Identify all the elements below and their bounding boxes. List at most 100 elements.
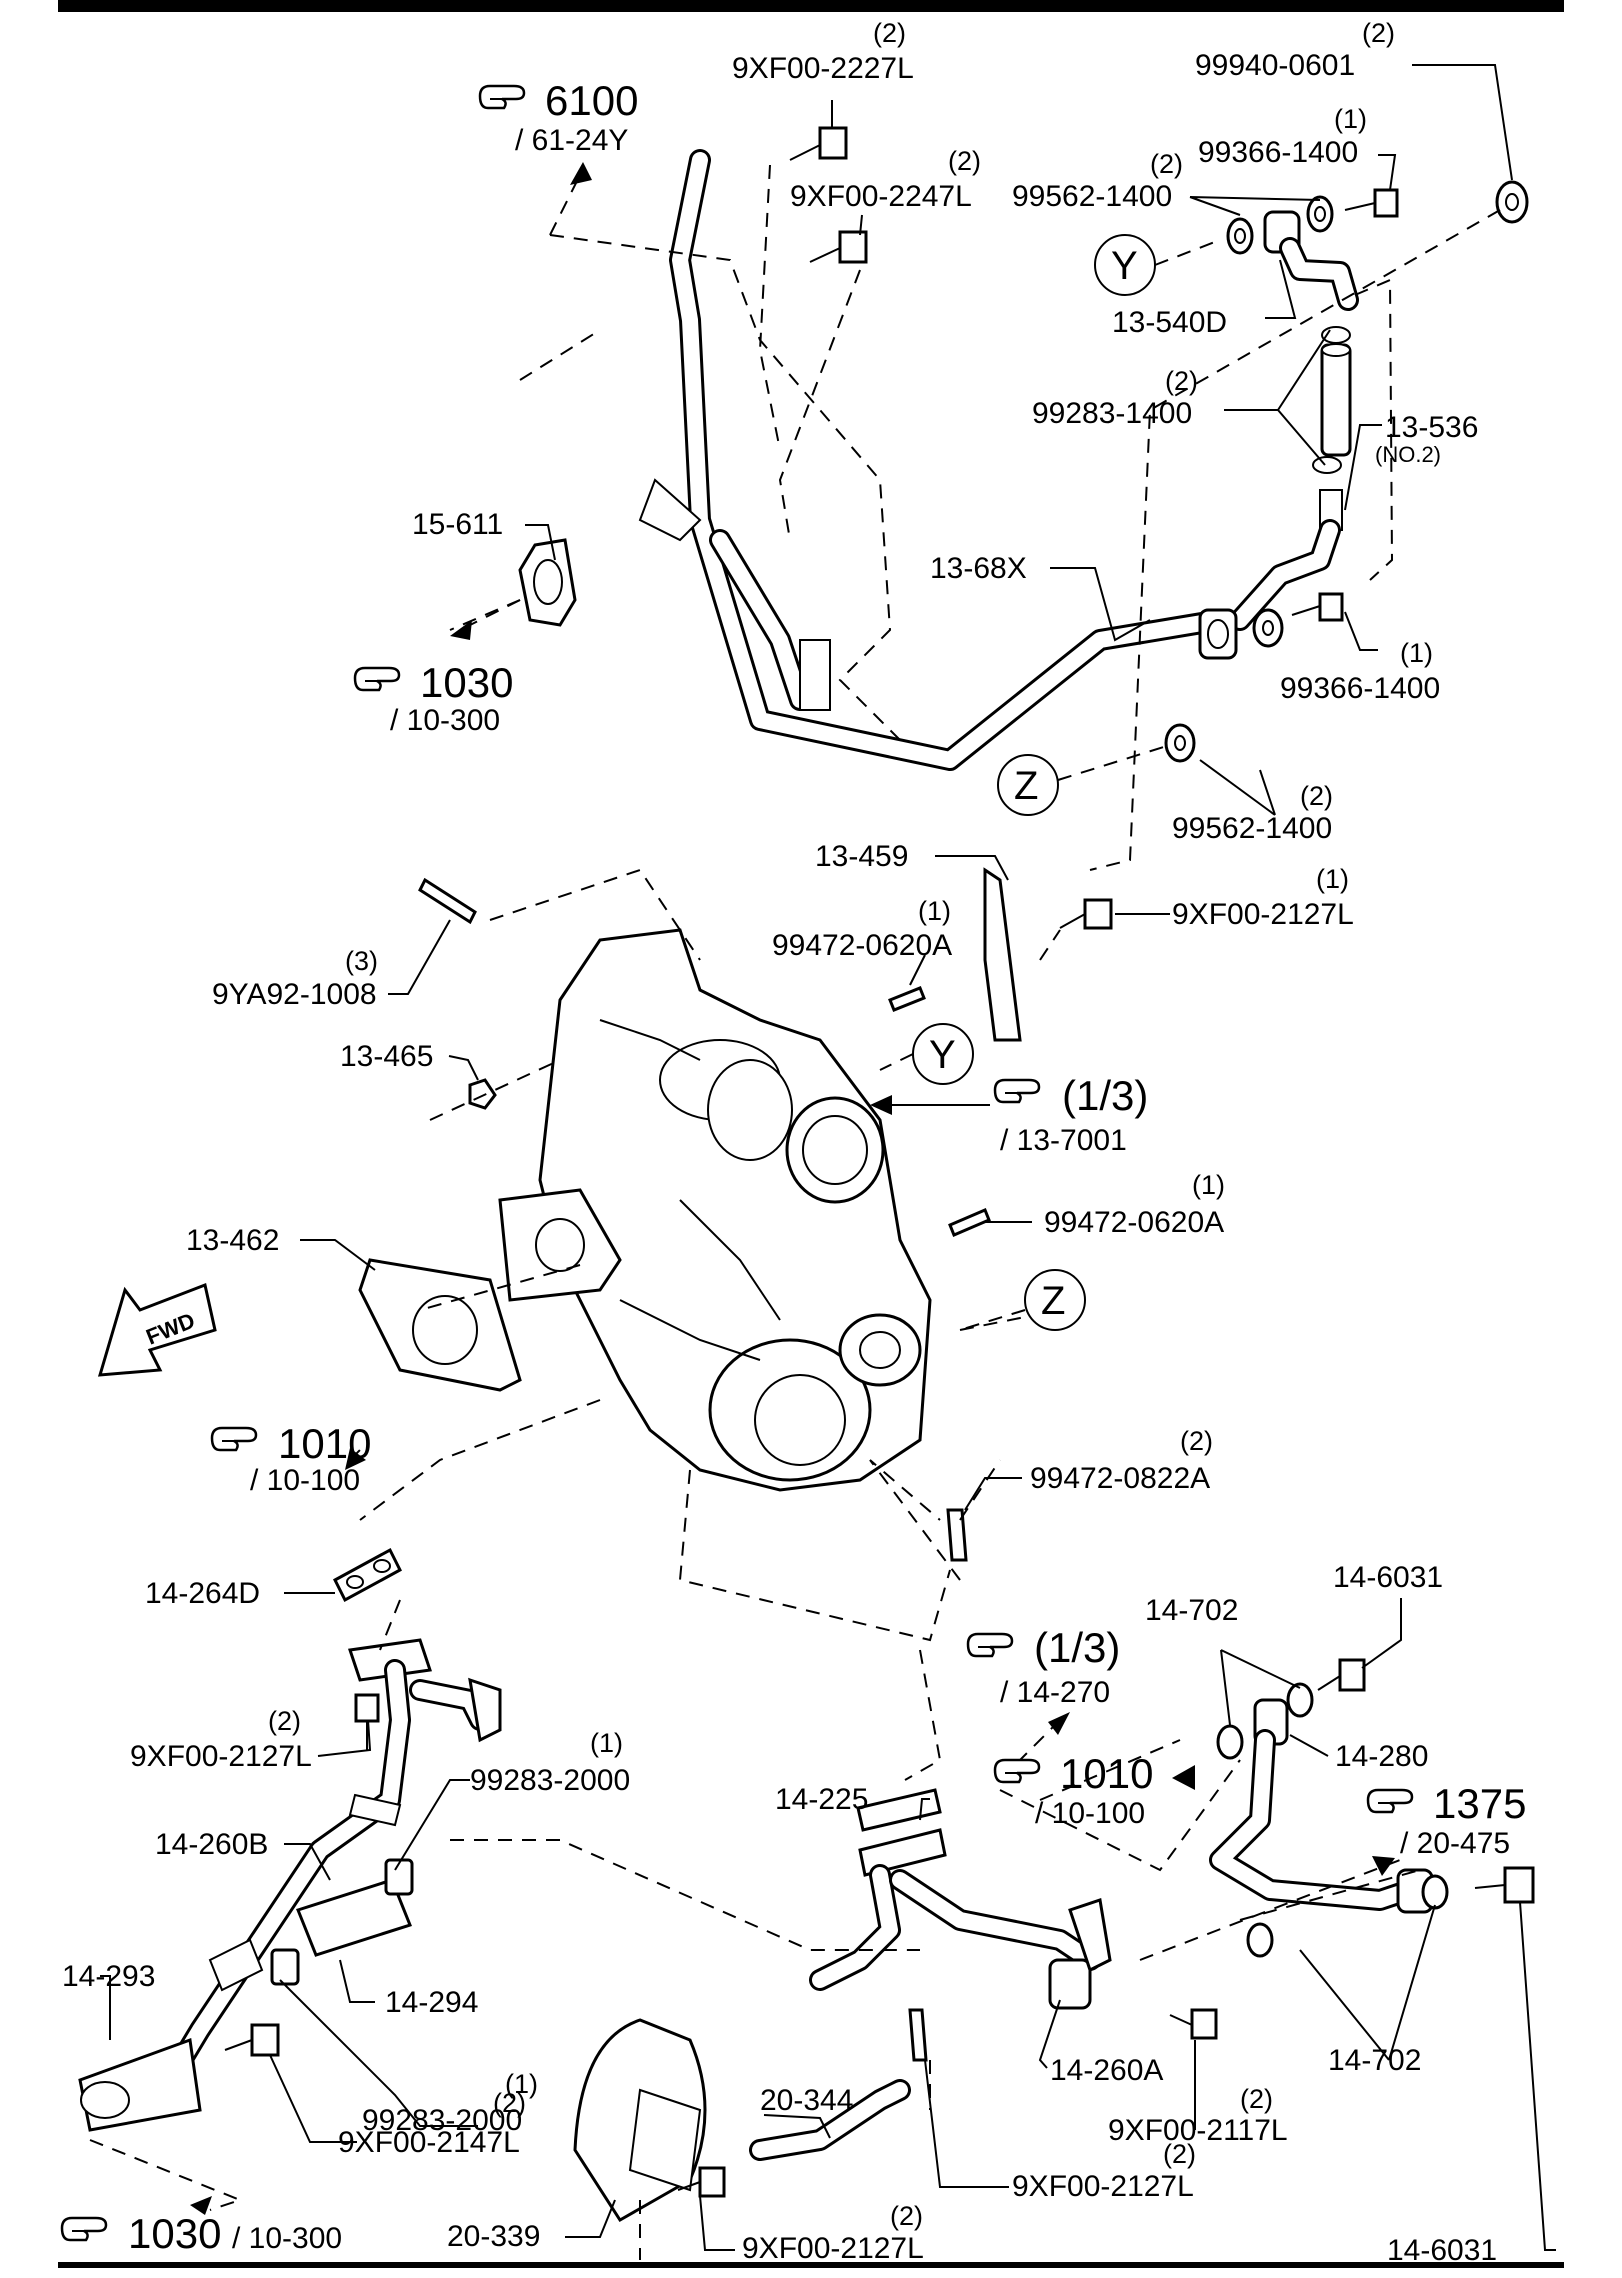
pointing-hand-icon — [353, 666, 401, 692]
label-99472-0822A: 99472-0822A — [1030, 1462, 1210, 1495]
bolt-14-6031-bottom — [1474, 1866, 1535, 1904]
svg-text:(2): (2) — [1150, 149, 1183, 179]
svg-text:Z: Z — [1041, 1279, 1065, 1323]
pointing-hand-icon — [993, 1078, 1041, 1104]
svg-text:(1): (1) — [918, 896, 951, 926]
top-border — [58, 0, 1564, 12]
label-9XF00-2127L-bottom: 9XF00-2127L — [742, 2232, 924, 2265]
callout-z-mid: Z — [959, 1269, 1086, 1331]
bracket-15-611 — [518, 538, 577, 627]
svg-text:(1): (1) — [1316, 864, 1349, 894]
svg-text:(1): (1) — [1334, 104, 1367, 134]
oil-return-pipe-14-260B — [159, 1638, 502, 2091]
label-9XF00-2247L: 9XF00-2247L — [790, 180, 972, 213]
washer-99562-1400-a — [1226, 217, 1254, 255]
bottom-border — [58, 2262, 1564, 2268]
svg-text:Z: Z — [1014, 764, 1038, 808]
bolt-9XF00-2127L-mid — [1059, 898, 1113, 930]
ref-13-sub: / 13-7001 — [1000, 1124, 1127, 1157]
bolt-9XF00-2147L — [224, 2023, 280, 2057]
stud-99472-0620A-a — [888, 986, 926, 1012]
ref-1030-bottom[interactable]: 1030 / 10-300 — [60, 2210, 342, 2257]
label-14-260B: 14-260B — [155, 1828, 268, 1861]
part-labels: (2) 9XF00-2227L (2) 99940-0601 (1) 99366… — [62, 18, 1497, 2267]
washer-14-702-c — [1421, 1874, 1449, 1910]
ref-13-main: (1/3) — [1062, 1072, 1148, 1119]
svg-text:(2): (2) — [493, 2088, 526, 2118]
dashed-reference-lines — [89, 164, 1501, 2260]
label-9XF00-2127L-left: 9XF00-2127L — [130, 1740, 312, 1773]
ref-1010-low-sub: / 10-100 — [1035, 1797, 1145, 1830]
label-99366-1400-top: 99366-1400 — [1198, 136, 1358, 169]
ref-13-7001[interactable]: (1/3) / 13-7001 — [993, 1072, 1148, 1157]
ref-1375[interactable]: 1375 / 20-475 — [1366, 1780, 1526, 1860]
label-9XF00-2147L: 9XF00-2147L — [338, 2126, 520, 2159]
flange-14-293 — [78, 2037, 202, 2132]
ref-1010-low-main: 1010 — [1060, 1750, 1153, 1797]
stud-99472-0620A-b — [948, 1208, 991, 1237]
ref-1030-top-main: 1030 — [420, 659, 513, 706]
label-99940-0601: 99940-0601 — [1195, 49, 1355, 82]
svg-text:(2): (2) — [1163, 2139, 1196, 2169]
bolt-9XF00-2247L — [809, 230, 868, 264]
washer-99562-1400-c — [1252, 608, 1284, 648]
label-99472-0620A-mid: 99472-0620A — [1044, 1206, 1224, 1239]
pointing-hand-icon — [210, 1426, 258, 1452]
svg-text:(3): (3) — [345, 946, 378, 976]
label-13-462: 13-462 — [186, 1224, 279, 1257]
bolt-99366-1400-top — [1344, 188, 1399, 218]
bolt-9XF00-2127L-bottom — [677, 2166, 726, 2198]
label-15-611: 15-611 — [412, 508, 503, 541]
ref-1010-mid[interactable]: 1010 / 10-100 — [210, 1420, 371, 1497]
label-13-465: 13-465 — [340, 1040, 433, 1073]
svg-text:(1): (1) — [1192, 1170, 1225, 1200]
pointing-hand-icon — [478, 84, 526, 110]
label-20-344: 20-344 — [760, 2084, 853, 2117]
svg-text:(2): (2) — [1362, 18, 1395, 48]
ref-14-sub: / 14-270 — [1000, 1676, 1110, 1709]
svg-text:(2): (2) — [1240, 2084, 1273, 2114]
ref-6100[interactable]: 6100 / 61-24Y — [478, 77, 638, 157]
flange-14-264D — [333, 1547, 402, 1603]
label-99366-1400-mid: 99366-1400 — [1280, 672, 1440, 705]
label-99562-1400-top: 99562-1400 — [1012, 180, 1172, 213]
pointing-hand-icon — [966, 1632, 1014, 1658]
bolt-9XF00-2127L-left — [354, 1693, 380, 1750]
svg-text:(2): (2) — [1300, 781, 1333, 811]
label-14-702-top: 14-702 — [1145, 1594, 1238, 1627]
ref-1375-main: 1375 — [1433, 1780, 1526, 1827]
svg-text:(1): (1) — [1400, 638, 1433, 668]
label-13-68X: 13-68X — [930, 552, 1027, 585]
label-13-540D: 13-540D — [1112, 306, 1227, 339]
callout-y-mid: Y — [879, 1023, 974, 1085]
stud-9YA92-1008 — [418, 877, 477, 925]
label-9XF00-2127L-lower: 9XF00-2127L — [1012, 2170, 1194, 2203]
label-14-6031-top: 14-6031 — [1333, 1561, 1443, 1594]
ref-1030-bottom-main: 1030 — [128, 2210, 221, 2257]
coolant-pipe-14-280 — [1209, 1698, 1434, 1914]
washer-99940-0601 — [1495, 180, 1529, 224]
label-99283-1400: 99283-1400 — [1032, 397, 1192, 430]
pointing-hand-icon — [60, 2216, 108, 2242]
clamp-99283-2000-a — [384, 1858, 414, 1896]
pointing-hand-icon — [1366, 1788, 1414, 1814]
ref-1010-low[interactable]: 1010 / 10-100 — [993, 1750, 1153, 1830]
ref-1030-bottom-sub: / 10-300 — [232, 2222, 342, 2255]
callout-z-top: Z — [997, 744, 1171, 816]
ref-1030-top[interactable]: 1030 / 10-300 — [353, 659, 513, 737]
label-13-536: 13-536 — [1385, 411, 1478, 444]
ref-14-270[interactable]: (1/3) / 14-270 — [966, 1624, 1120, 1709]
gasket-13-462 — [358, 1258, 522, 1392]
label-99562-1400-mid: 99562-1400 — [1172, 812, 1332, 845]
label-99472-0620A-top: 99472-0620A — [772, 929, 952, 962]
nut-13-465 — [468, 1078, 497, 1110]
label-14-702-bottom: 14-702 — [1328, 2044, 1421, 2077]
label-99283-2000-bottom: 99283-2000 — [362, 2104, 522, 2137]
bolt-99366-1400-mid — [1291, 592, 1344, 622]
svg-text:(2): (2) — [890, 2201, 923, 2231]
oil-feed-pipe-13-68X — [638, 149, 1231, 771]
label-14-260A: 14-260A — [1050, 2054, 1163, 2087]
svg-text:(2): (2) — [268, 1706, 301, 1736]
turbocharger-assembly — [498, 928, 932, 1492]
hose-14-294 — [296, 1878, 412, 1957]
